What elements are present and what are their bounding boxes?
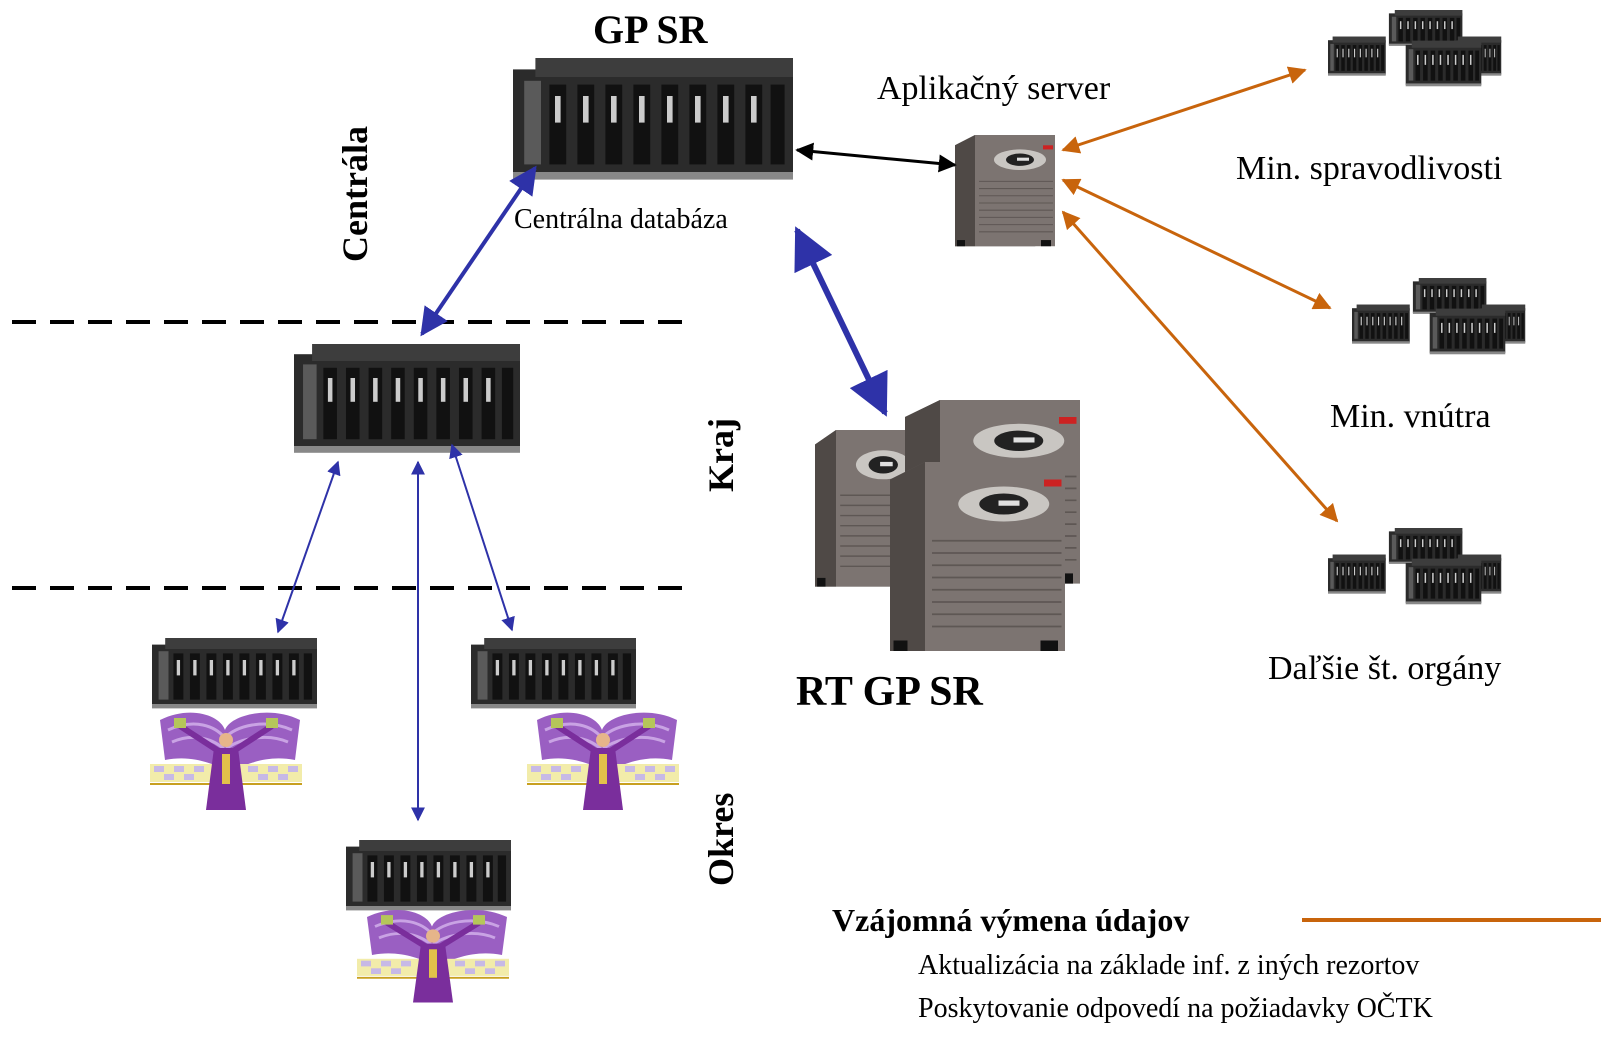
central-db-label: Centrálna databáza bbox=[514, 204, 728, 235]
link-central-kraj bbox=[420, 165, 537, 337]
legend-title: Vzájomná výmena údajov bbox=[832, 902, 1190, 938]
min-interior-label: Min. vnútra bbox=[1330, 398, 1491, 435]
rt-server-tower-front-icon bbox=[889, 461, 1066, 652]
justice-figure-bottom-icon bbox=[357, 910, 509, 1003]
okres-server-right-icon bbox=[471, 638, 636, 709]
legend-line-2: Poskytovanie odpovedí na požiadavky OČTK bbox=[918, 993, 1433, 1024]
level-label-kraj: Kraj bbox=[701, 418, 741, 492]
link-central-app-server bbox=[795, 142, 957, 173]
justice-figure-right-icon bbox=[527, 713, 679, 810]
app-server-tower-icon bbox=[954, 134, 1056, 247]
app-server-label: Aplikačný server bbox=[877, 70, 1111, 107]
other-organs-label: Daľšie št. orgány bbox=[1268, 650, 1502, 687]
link-kraj-okres-left bbox=[275, 460, 341, 634]
kraj-server-icon bbox=[294, 344, 520, 453]
legend-line-1: Aktualizácia na základe inf. z iných rez… bbox=[918, 950, 1420, 981]
level-label-okres: Okres bbox=[701, 792, 741, 886]
link-kraj-okres-right bbox=[449, 443, 515, 632]
cluster-justice-icon bbox=[1328, 10, 1501, 86]
rt-gp-sr-title: RT GP SR bbox=[796, 669, 983, 715]
justice-figure-left-icon bbox=[150, 713, 302, 810]
central-db-server-icon bbox=[513, 58, 793, 180]
min-justice-label: Min. spravodlivosti bbox=[1236, 150, 1503, 187]
link-app-other bbox=[1061, 210, 1339, 523]
link-app-justice bbox=[1061, 66, 1307, 154]
cluster-interior-icon bbox=[1352, 278, 1525, 354]
level-label-centrala: Centrála bbox=[335, 126, 375, 262]
okres-server-bottom-icon bbox=[346, 840, 511, 911]
cluster-other-icon bbox=[1328, 528, 1501, 604]
okres-server-left-icon bbox=[152, 638, 317, 709]
link-central-rt bbox=[794, 226, 888, 417]
link-app-interior bbox=[1061, 178, 1332, 310]
gp-sr-title: GP SR bbox=[593, 7, 708, 52]
